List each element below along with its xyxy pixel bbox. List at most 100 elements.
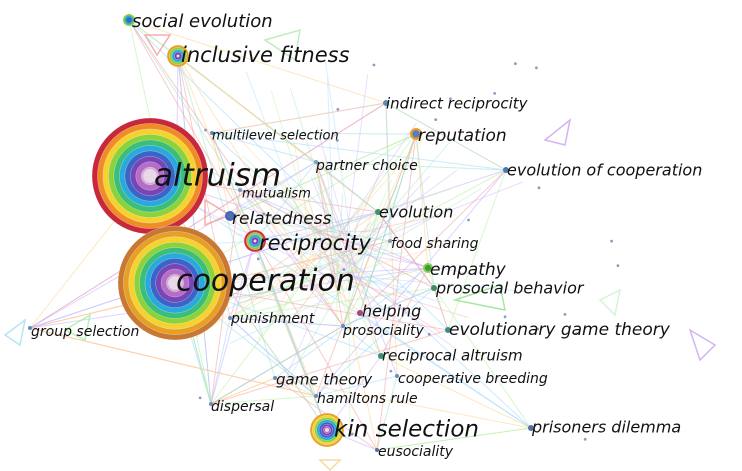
network-edge [327,77,335,268]
cluster-triangle [63,313,92,342]
node-label: cooperation [176,264,355,299]
network-edge [311,230,379,251]
network-edge [229,267,429,319]
node-social-evolution [123,14,135,26]
network-edge [236,282,316,304]
network-edge [29,327,317,397]
node-label: dispersal [211,399,274,415]
network-edge [357,181,524,248]
network-edge [385,102,507,171]
cluster-triangle [543,118,572,146]
network-edge [229,211,379,319]
network-edge [229,169,507,319]
node-mutualism [238,188,242,192]
network-edge [229,317,344,327]
network-edge [229,133,417,217]
node-ring [388,239,392,243]
network-edge [348,249,351,425]
network-edge [327,263,340,297]
network-edge [351,283,418,335]
node-reputation [410,128,422,140]
node-prosocial-behavior [431,285,437,291]
network-edge [204,262,331,321]
minor-node-dot [574,332,578,335]
network-edge [239,189,344,327]
node-label: inclusive fitness [181,43,350,67]
node-label: reciprocal altruism [382,347,523,365]
network-edge [254,211,379,242]
node-ring [357,310,363,316]
node-label: prisoners dilemma [531,418,681,437]
network-edge [353,167,382,234]
node-label: punishment [230,311,315,327]
node-ring [445,327,451,333]
network-edge [315,161,378,451]
network-edge [315,375,398,397]
cluster-triangle [452,284,506,311]
minor-node-dot [536,327,540,331]
minor-node-dot [198,396,202,400]
network-edge [271,251,305,325]
network-edge [376,133,417,451]
node-dispersal [209,402,213,406]
node-hamiltons-rule [314,394,318,398]
network-edge [210,395,317,405]
node-kin-selection [309,412,345,448]
minor-node-dot [449,97,452,101]
network-edge [283,268,353,389]
minor-node-dot [459,378,463,382]
network-edge [229,240,256,319]
node-ring [431,285,437,291]
network-edge [340,201,395,257]
node-ring [314,394,318,398]
network-edge [315,161,344,327]
node-ring [412,130,420,138]
minor-node-dot [389,369,393,373]
network-edge [433,287,449,331]
node-ring [528,425,534,431]
network-edge [177,55,379,213]
network-edge [128,19,344,327]
network-edge [354,275,525,292]
network-edge [289,87,337,237]
network-edge [210,329,449,405]
node-food-sharing [388,239,392,243]
network-edge [270,90,319,246]
network-edge [335,241,454,278]
network-edge [359,312,532,429]
node-core [168,276,182,290]
network-edge [315,287,435,397]
network-edge [345,274,404,289]
network-edge [305,267,342,281]
network-edge [296,231,309,288]
network-edge [239,274,333,300]
node-label: relatedness [232,209,332,229]
network-edge [347,179,393,280]
network-edge [345,135,418,289]
network-edge [380,355,532,429]
minor-node-dot [342,268,346,272]
node-ring [126,17,132,23]
network-edge [338,252,404,257]
node-ring [209,402,213,406]
node-group-selection [28,326,32,330]
network-edge [211,132,231,217]
network-edge [239,138,327,232]
minor-node-dot [350,432,354,436]
network-edge [324,58,352,242]
node-reciprocal-altruism [378,353,384,359]
network-edge [348,210,360,272]
node-ring [424,264,432,272]
network-edge [316,247,457,350]
node-core [176,54,180,58]
network-edge [292,282,321,318]
minor-node-dot [336,107,340,111]
network-edge [376,427,532,451]
node-label: reputation [418,126,507,146]
network-edge [244,196,346,278]
minor-node-dot [434,118,438,121]
node-punishment [228,316,232,320]
network-edge [196,230,349,338]
network-edge [319,169,458,272]
node-ring [375,209,381,215]
